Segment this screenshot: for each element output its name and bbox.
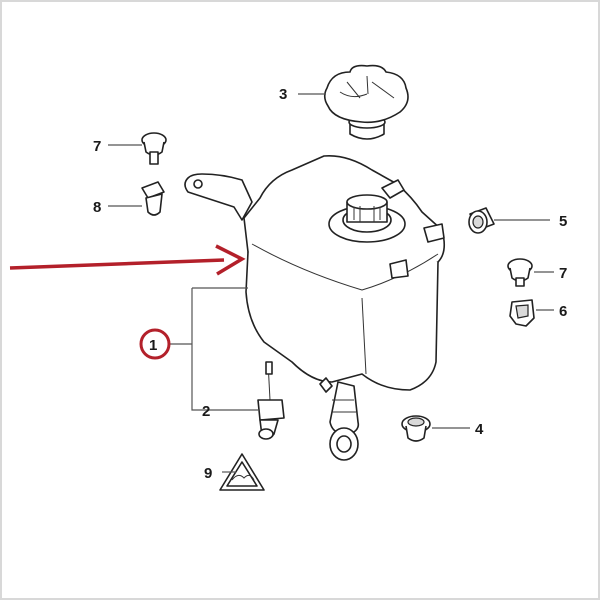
part-7-bolt-left — [141, 132, 167, 165]
callout-8: 8 — [93, 199, 101, 216]
callout-6: 6 — [559, 303, 567, 320]
part-2-sensor — [257, 361, 285, 440]
highlight-arrow — [9, 244, 246, 276]
part-8-clip — [141, 181, 165, 216]
part-4-plug — [401, 415, 431, 442]
part-6-nut-clip — [509, 299, 535, 327]
callout-4: 4 — [475, 421, 484, 438]
part-7-bolt-right — [507, 258, 533, 287]
part-3-cap — [323, 64, 409, 140]
callout-7-left: 7 — [93, 138, 101, 155]
callout-7-right: 7 — [559, 265, 567, 282]
callout-1: 1 — [149, 337, 157, 354]
part-5-connector — [468, 207, 495, 234]
part-1-tank — [184, 154, 446, 461]
callout-3: 3 — [279, 86, 287, 103]
callout-9: 9 — [204, 465, 212, 482]
callout-2: 2 — [202, 403, 210, 420]
highlight-circle — [139, 328, 171, 360]
callout-5: 5 — [559, 213, 567, 230]
leader-lines — [108, 93, 554, 473]
